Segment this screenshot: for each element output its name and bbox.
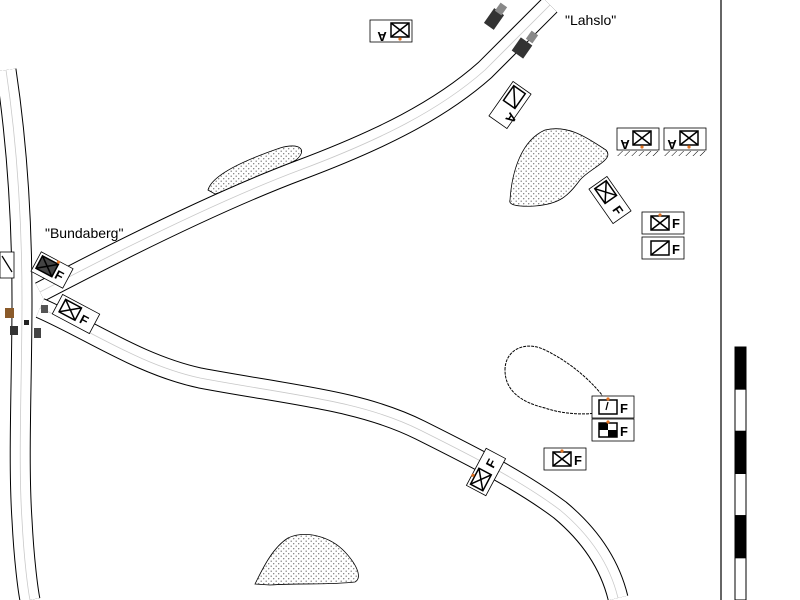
- enemy-unit-road[interactable]: A: [488, 80, 535, 131]
- friendly-unit-bundaberg-2[interactable]: F: [51, 293, 101, 335]
- scale-bar-segment: [734, 346, 747, 390]
- unit-letter: F: [672, 216, 680, 231]
- enemy-unit-fortified-1[interactable]: A: [616, 127, 660, 156]
- friendly-unit-southeast-1[interactable]: F: [591, 395, 635, 419]
- scale-bar-segment: [734, 473, 747, 517]
- road-centerline: [5, 69, 31, 600]
- unit-letter: F: [574, 453, 582, 468]
- friendly-unit-bundaberg-1[interactable]: F: [30, 251, 74, 289]
- map-frame: [720, 0, 747, 600]
- area-outline: [504, 345, 603, 415]
- fortification-hatch: [617, 151, 659, 156]
- scale-bar-segment: [734, 515, 747, 559]
- enemy-unit-fortified-2[interactable]: A: [663, 127, 707, 156]
- friendly-unit-road-southeast[interactable]: F: [465, 447, 507, 497]
- friendly-unit-rotated-east[interactable]: F: [588, 175, 632, 225]
- unit-letter: F: [672, 242, 680, 257]
- scale-bar-segment: [734, 557, 747, 600]
- road-centerline: [39, 307, 619, 599]
- forest-patch: [254, 534, 359, 586]
- enemy-unit-north[interactable]: A: [369, 19, 413, 44]
- town-label-bundaberg: "Bundaberg": [45, 225, 124, 241]
- building-cluster-lahslo: [483, 2, 539, 59]
- unit-letter: A: [377, 29, 387, 44]
- friendly-unit-southeast-2[interactable]: F: [591, 418, 635, 442]
- friendly-unit-east-2[interactable]: F: [641, 236, 685, 260]
- terrain-layer: [207, 128, 609, 586]
- unit-letter: F: [620, 401, 628, 416]
- friendly-unit-southeast-3[interactable]: F: [543, 447, 587, 471]
- forest-patch: [509, 128, 609, 207]
- friendly-unit-bundaberg-edge[interactable]: [0, 251, 15, 279]
- units-layer[interactable]: A A A A: [0, 19, 707, 497]
- scale-bar-segment: [734, 430, 747, 475]
- scale-bar-segment: [734, 388, 747, 432]
- unit-letter: A: [667, 137, 677, 152]
- town-label-lahslo: "Lahslo": [565, 12, 617, 28]
- unit-letter: F: [620, 424, 628, 439]
- fortification-hatch: [664, 151, 706, 156]
- road-layer: [0, 0, 629, 600]
- road-centerline: [39, 4, 551, 293]
- unit-letter: A: [620, 137, 630, 152]
- scale-bar: [734, 346, 747, 600]
- friendly-unit-east-1[interactable]: F: [641, 211, 685, 235]
